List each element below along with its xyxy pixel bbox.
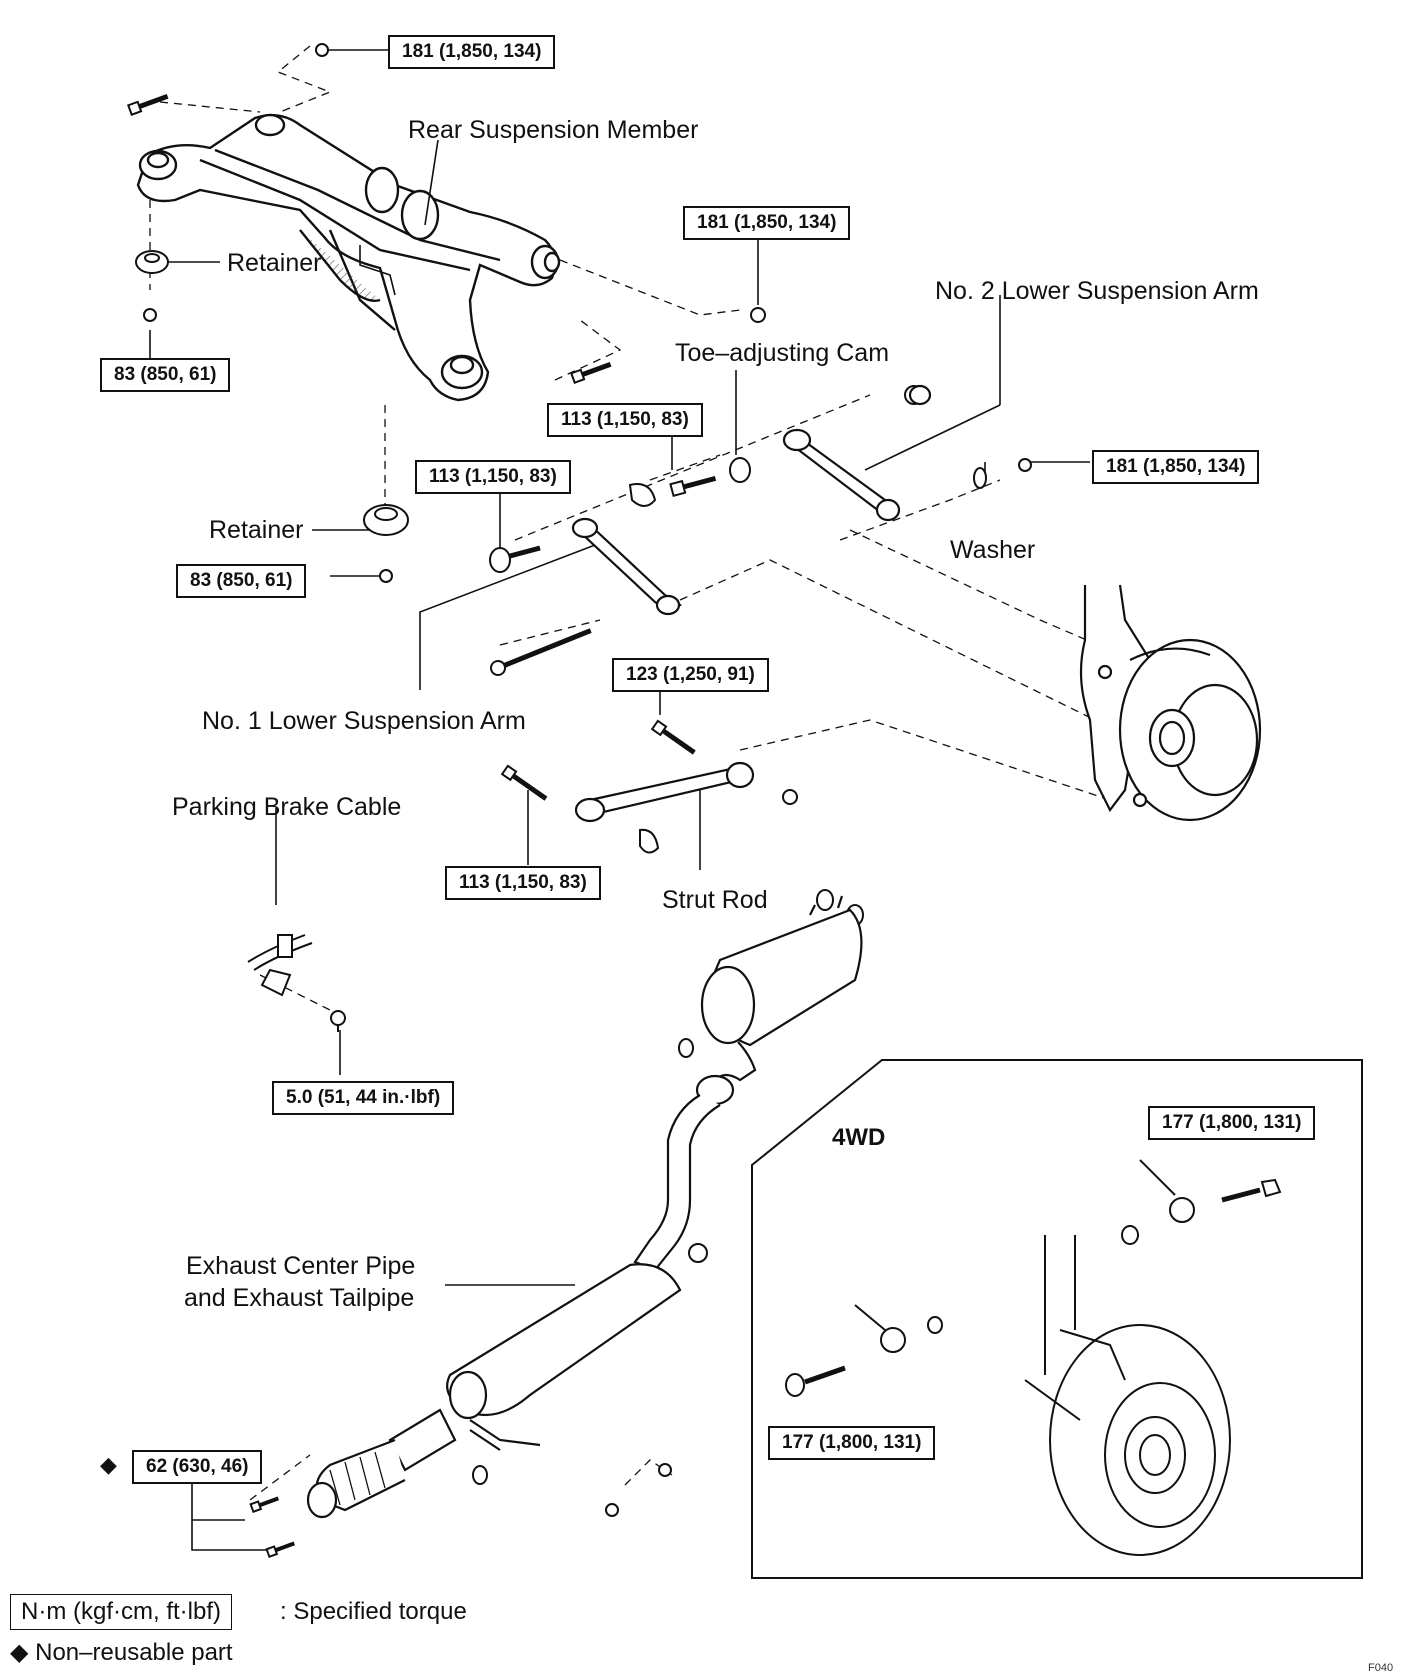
torque-member-top: 181 (1,850, 134) xyxy=(388,35,556,69)
torque-member-nut: 181 (1,850, 134) xyxy=(683,206,851,240)
torque-4wd-lower: 177 (1,800, 131) xyxy=(768,1426,936,1460)
torque-retainer-bottom: 83 (850, 61) xyxy=(176,564,307,598)
leader-lines xyxy=(149,49,1236,1551)
label-washer: Washer xyxy=(950,536,1036,564)
label-retainer-top: Retainer xyxy=(227,249,322,277)
legend-non-reusable-part: ◆ Non–reusable part xyxy=(10,1639,233,1666)
torque-cam-bolt: 113 (1,150, 83) xyxy=(547,403,703,437)
figure-code: F040 xyxy=(1368,1662,1394,1674)
torque-strut-upper: 123 (1,250, 91) xyxy=(612,658,769,692)
label-retainer-bottom: Retainer xyxy=(209,516,304,544)
label-exhaust-line2: and Exhaust Tailpipe xyxy=(184,1284,415,1312)
label-4wd: 4WD xyxy=(832,1124,886,1151)
rear-suspension-member xyxy=(136,113,561,402)
label-strut-rod: Strut Rod xyxy=(662,886,768,914)
torque-parking-brake: 5.0 (51, 44 in.·lbf) xyxy=(272,1081,455,1115)
lower-arms xyxy=(571,384,932,823)
rear-axle-hub xyxy=(1079,584,1262,822)
torque-retainer-top: 83 (850, 61) xyxy=(100,358,231,392)
torque-strut-lower: 113 (1,150, 83) xyxy=(445,866,601,900)
label-toe-adjusting-cam: Toe–adjusting Cam xyxy=(675,339,890,367)
torque-4wd-upper: 177 (1,800, 131) xyxy=(1148,1106,1316,1140)
label-no2-lower-suspension-arm: No. 2 Lower Suspension Arm xyxy=(935,277,1259,305)
label-parking-brake-cable: Parking Brake Cable xyxy=(172,793,402,821)
label-no1-lower-suspension-arm: No. 1 Lower Suspension Arm xyxy=(202,707,526,735)
torque-no1-bolt: 113 (1,150, 83) xyxy=(415,460,571,494)
torque-exhaust-bolt: 62 (630, 46) xyxy=(132,1450,263,1484)
parking-brake-cable xyxy=(247,934,313,997)
legend-specified-torque: : Specified torque xyxy=(280,1598,467,1625)
legend-torque-unit-box: N·m (kgf·cm, ft·lbf) xyxy=(10,1594,232,1631)
exhaust-system xyxy=(306,895,863,1519)
label-exhaust-line1: Exhaust Center Pipe xyxy=(186,1252,416,1280)
nonreusable-diamond: ◆ xyxy=(100,1452,117,1477)
label-rear-suspension-member: Rear Suspension Member xyxy=(408,116,699,144)
torque-washer-nut: 181 (1,850, 134) xyxy=(1092,450,1260,484)
